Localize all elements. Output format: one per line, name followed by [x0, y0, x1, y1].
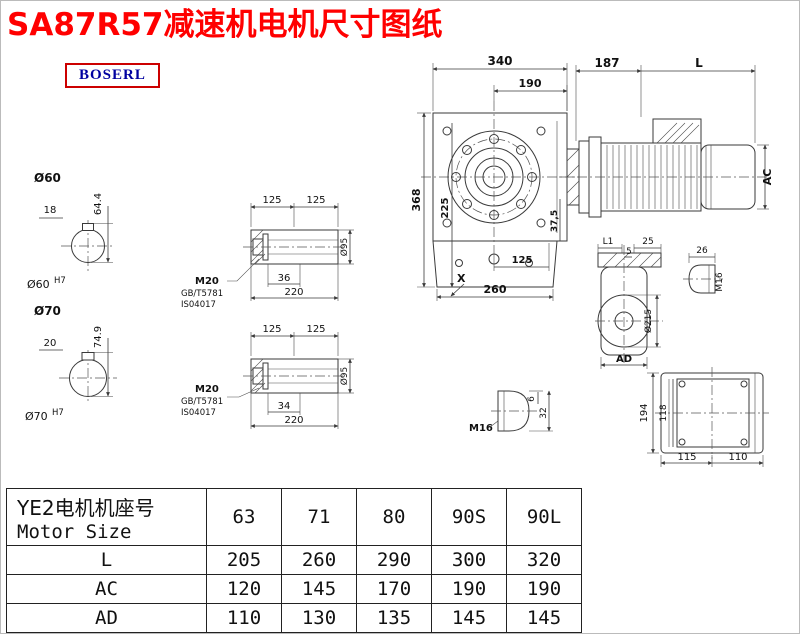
row-label-L: L	[6, 545, 207, 575]
dim-6: 6	[527, 396, 537, 402]
gearbox-rear-view: 194 118 115 110	[639, 367, 769, 467]
dim-bore60-tolerance: H7	[54, 276, 66, 286]
header-motor-size-en: Motor Size	[17, 520, 132, 543]
dim-32: 32	[539, 407, 549, 418]
dim-keywidth-18: 18	[44, 205, 57, 216]
dim-368: 368	[410, 189, 423, 212]
shaft-tip-detail-bottom: 6 32 M16	[469, 390, 553, 434]
dim-260: 260	[484, 283, 507, 296]
hollow-shaft-top: 125 125 M20 GB/T5781 IS04017 36 220 Ø95	[181, 195, 354, 310]
thread-m20-label-2: M20	[195, 384, 219, 395]
L-71: 260	[281, 545, 357, 575]
hollow-shaft-bottom: 125 125 M20 GB/T5781 IS04017 34 220 Ø95	[181, 324, 354, 429]
dim-keyheight-74-9: 74.9	[93, 326, 104, 348]
L-90s: 300	[431, 545, 507, 575]
thread-m16-right: M16	[715, 272, 725, 291]
dim-dia95: Ø95	[339, 238, 350, 257]
dim-110: 110	[728, 452, 747, 463]
bore-section-60: Ø60 18 64.4 Ø60 H7	[27, 171, 115, 291]
frame-size-90l: 90L	[506, 488, 582, 546]
dim-5: 5	[626, 247, 631, 257]
L-90l: 320	[506, 545, 582, 575]
row-label-AD: AD	[6, 603, 207, 633]
dim-34: 34	[278, 401, 291, 412]
dim-125-left: 125	[262, 195, 281, 206]
bore-section-70: Ø70 20 74.9 Ø70 H7	[25, 304, 117, 423]
gearbox-side-view: L1 5 25 Ø215 AD	[595, 237, 663, 369]
dim-125-left-2: 125	[262, 324, 281, 335]
AD-90s: 145	[431, 603, 507, 633]
AC-90l: 190	[506, 574, 582, 604]
AD-71: 130	[281, 603, 357, 633]
dim-190: 190	[519, 77, 542, 90]
technical-drawing: Ø60 18 64.4 Ø60 H7 Ø70 20 74.9	[25, 54, 774, 467]
dim-340: 340	[487, 54, 512, 68]
dim-L1: L1	[603, 237, 614, 247]
dim-dia95-2: Ø95	[339, 367, 350, 386]
dim-220-2: 220	[284, 415, 303, 426]
header-motor-size: YE2电机机座号 Motor Size	[6, 488, 207, 546]
dim-187: 187	[594, 56, 619, 70]
dim-dia215: Ø215	[643, 309, 654, 333]
table-row-AC: AC 120 145 170 190 190	[6, 574, 582, 604]
section-mark-x: X	[457, 272, 466, 285]
standard-gbt5781-2: GB/T5781	[181, 397, 223, 407]
dim-25: 25	[642, 237, 653, 247]
AC-63: 120	[206, 574, 282, 604]
AC-80: 170	[356, 574, 432, 604]
L-80: 290	[356, 545, 432, 575]
motor-side-view: 187 L AC	[559, 56, 774, 218]
standard-gbt5781: GB/T5781	[181, 289, 223, 299]
AC-71: 145	[281, 574, 357, 604]
standard-iso4017: IS04017	[181, 300, 216, 310]
AD-80: 135	[356, 603, 432, 633]
dim-bore60-label: Ø60	[27, 278, 50, 291]
frame-size-80: 80	[356, 488, 432, 546]
AD-90l: 145	[506, 603, 582, 633]
dim-125-right-2: 125	[306, 324, 325, 335]
L-63: 205	[206, 545, 282, 575]
dim-125-right: 125	[306, 195, 325, 206]
table-row-AD: AD 110 130 135 145 145	[6, 603, 582, 633]
shaft-tip-detail-right: 26 M16	[683, 246, 725, 294]
dim-225: 225	[440, 198, 451, 219]
thread-m16-bottom: M16	[469, 423, 493, 434]
header-motor-size-cn: YE2电机机座号	[17, 495, 155, 520]
frame-size-90s: 90S	[431, 488, 507, 546]
dim-keyheight-64-4: 64.4	[93, 193, 104, 215]
frame-size-63: 63	[206, 488, 282, 546]
boserl-logo: BOSERL	[65, 63, 160, 88]
dim-dia60-label: Ø60	[34, 171, 61, 185]
dim-bore70-tolerance: H7	[52, 408, 64, 418]
table-header-row: YE2电机机座号 Motor Size 63 71 80 90S 90L	[6, 488, 582, 546]
dim-dia70-label: Ø70	[34, 304, 61, 318]
page-title: SA87R57减速机电机尺寸图纸	[7, 7, 443, 43]
table-row-L: L 205 260 290 300 320	[6, 545, 582, 575]
dim-125-foot: 125	[512, 255, 533, 266]
thread-m20-label: M20	[195, 276, 219, 287]
frame-size-71: 71	[281, 488, 357, 546]
dim-194: 194	[639, 403, 650, 422]
AC-90s: 190	[431, 574, 507, 604]
AD-63: 110	[206, 603, 282, 633]
dim-26: 26	[696, 246, 708, 256]
dim-220: 220	[284, 287, 303, 298]
gearbox-front-view: 340 190 368 225 37,5 125 260 X	[410, 54, 579, 301]
dim-bore70-label: Ø70	[25, 410, 48, 423]
dim-118: 118	[659, 404, 669, 421]
dim-AD: AD	[616, 354, 632, 365]
dim-L: L	[695, 56, 703, 70]
dim-AC: AC	[761, 169, 774, 186]
dim-37-5: 37,5	[550, 210, 560, 232]
standard-iso4017-2: IS04017	[181, 408, 216, 418]
dim-115: 115	[677, 452, 696, 463]
dim-keywidth-20: 20	[44, 338, 57, 349]
dim-36: 36	[278, 273, 291, 284]
motor-size-table: YE2电机机座号 Motor Size 63 71 80 90S 90L L 2…	[6, 488, 582, 633]
row-label-AC: AC	[6, 574, 207, 604]
